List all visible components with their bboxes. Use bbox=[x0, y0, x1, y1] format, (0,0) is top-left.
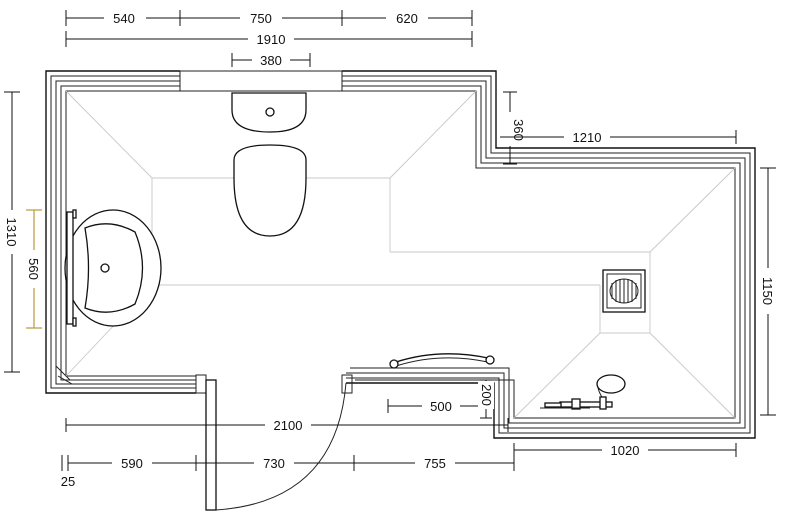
dim-sink-560: 560 bbox=[26, 258, 41, 280]
dim-top-620: 620 bbox=[396, 11, 418, 26]
door-swing-icon bbox=[205, 379, 347, 511]
dim-bottom-730: 730 bbox=[263, 456, 285, 471]
wall-basin-icon bbox=[231, 92, 307, 133]
floor-drain-icon bbox=[602, 269, 646, 313]
dim-top-750: 750 bbox=[250, 11, 272, 26]
dim-top-540: 540 bbox=[113, 11, 135, 26]
dim-right-1210: 1210 bbox=[573, 130, 602, 145]
grab-rail-icon bbox=[389, 353, 495, 369]
dim-bottom-right-1020: 1020 bbox=[611, 443, 640, 458]
dim-bottom-590: 590 bbox=[121, 456, 143, 471]
dim-offset-25: 25 bbox=[61, 474, 75, 489]
dim-bottom-2100: 2100 bbox=[274, 418, 303, 433]
dim-rail-500: 500 bbox=[430, 399, 452, 414]
dim-ledge-200: 200 bbox=[479, 384, 494, 406]
dim-right-1150: 1150 bbox=[760, 277, 775, 305]
sink-icon bbox=[64, 209, 162, 327]
toilet-icon bbox=[233, 144, 307, 237]
dim-top-total-1910: 1910 bbox=[257, 32, 286, 47]
dim-bottom-755: 755 bbox=[424, 456, 446, 471]
dim-left-1310: 1310 bbox=[4, 218, 19, 247]
shower-mixer-icon bbox=[540, 374, 626, 410]
dimension-lines: 540 750 620 1910 380 360 1210 1310 bbox=[3, 9, 777, 489]
floor-fall-lines bbox=[65, 90, 736, 419]
dim-step-360: 360 bbox=[511, 119, 526, 141]
dim-basin-380: 380 bbox=[260, 53, 282, 68]
wall-outline bbox=[45, 70, 756, 439]
